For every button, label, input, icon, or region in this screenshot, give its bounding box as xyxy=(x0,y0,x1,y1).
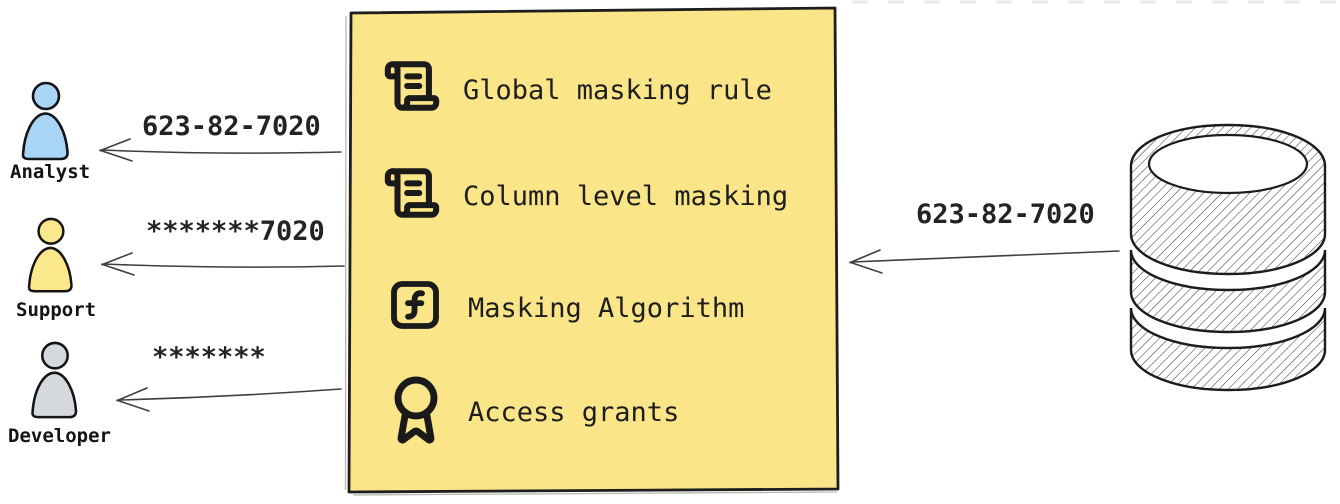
analyst-received-value: 623-82-7020 xyxy=(142,111,321,142)
support-person-icon xyxy=(27,217,73,293)
database-icon xyxy=(1129,123,1327,392)
masking-proxy-box xyxy=(347,6,840,494)
support-received-value: *******7020 xyxy=(146,216,325,247)
award-icon xyxy=(394,376,438,444)
box-sketch-stroke-bottom xyxy=(352,491,838,496)
scroll-text-icon xyxy=(384,61,440,111)
database-middle-band xyxy=(1129,249,1327,334)
scroll-text-icon xyxy=(384,168,440,218)
arrow-box-to-analyst xyxy=(99,138,342,162)
database-bottom-band xyxy=(1129,307,1327,392)
database-top-opening xyxy=(1147,133,1309,195)
arrow-box-to-developer xyxy=(116,387,342,412)
developer-received-value: ******* xyxy=(152,342,266,373)
arrow-database-to-box xyxy=(849,249,1120,274)
developer-label: Developer xyxy=(8,425,111,447)
proxy-item-masking-algorithm: Masking Algorithm xyxy=(468,293,745,324)
box-sketch-stroke-left xyxy=(344,15,347,491)
analyst-person-icon xyxy=(21,81,69,161)
proxy-item-access-grants: Access grants xyxy=(468,397,680,428)
analyst-label: Analyst xyxy=(10,161,91,183)
function-square-icon xyxy=(391,281,439,329)
proxy-item-global-masking-rule: Global masking rule xyxy=(463,75,772,106)
support-label: Support xyxy=(16,299,97,321)
arrow-box-to-support xyxy=(101,252,345,276)
proxy-item-column-level-masking: Column level masking xyxy=(463,181,789,212)
developer-person-icon xyxy=(31,341,78,419)
database-outgoing-value: 623-82-7020 xyxy=(916,199,1095,230)
